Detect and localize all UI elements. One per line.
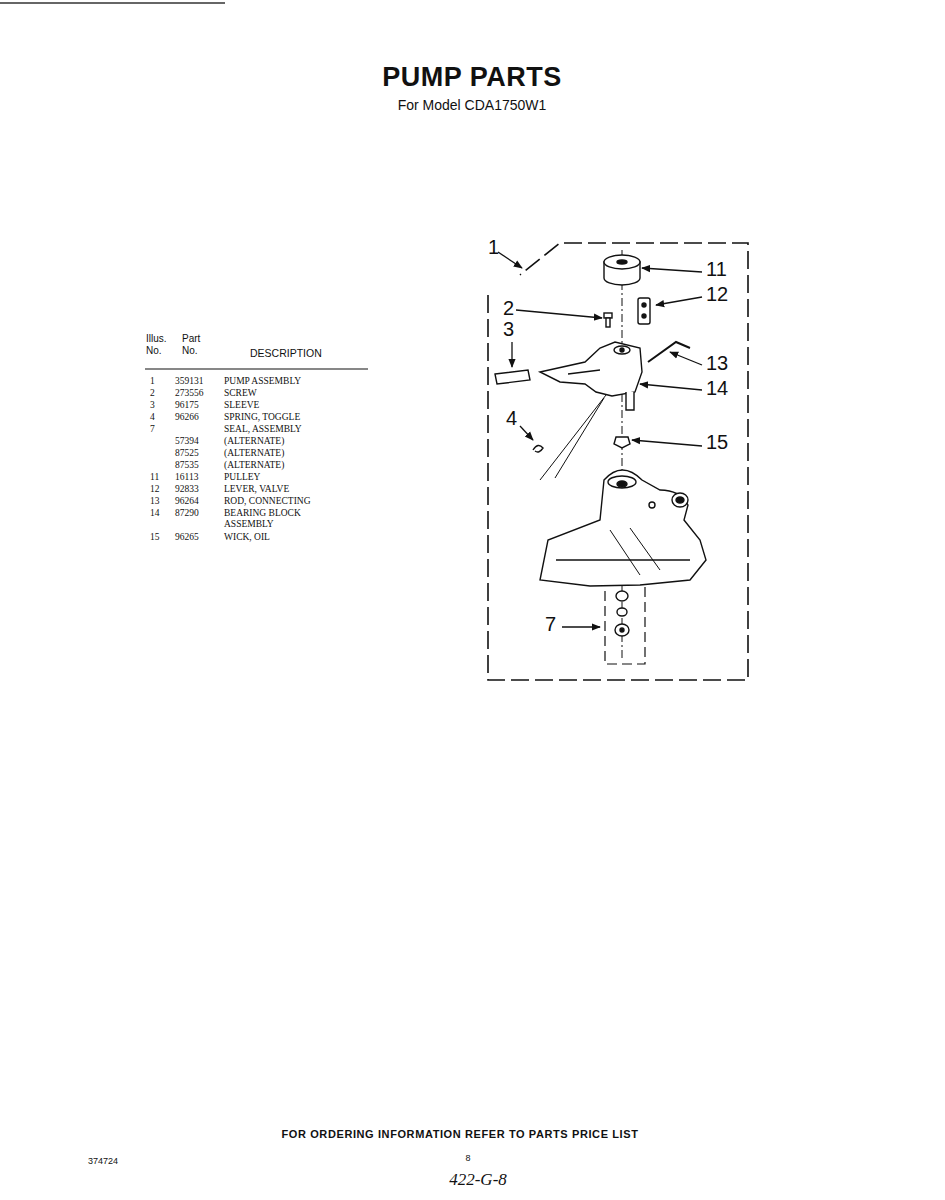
callout-number: 12	[706, 283, 728, 306]
table-cell: BEARING BLOCK ASSEMBLY	[224, 508, 308, 530]
table-cell: 57394	[175, 436, 199, 447]
table-cell: 87290	[175, 508, 199, 519]
callout-number: 1	[488, 236, 499, 259]
table-cell: 87535	[175, 460, 199, 471]
table-cell: 12	[150, 484, 160, 495]
table-cell: LEVER, VALVE	[224, 484, 289, 495]
table-cell: 1	[150, 376, 155, 387]
table-cell: 13	[150, 496, 160, 507]
table-cell: SCREW	[224, 388, 257, 399]
table-rule	[145, 368, 368, 369]
table-cell: 359131	[175, 376, 204, 387]
callout-number: 13	[706, 352, 728, 375]
table-cell: 3	[150, 400, 155, 411]
table-cell: (ALTERNATE)	[224, 460, 284, 471]
table-cell: WICK, OIL	[224, 532, 270, 543]
table-cell: 15	[150, 532, 160, 543]
model-subtitle: For Model CDA1750W1	[398, 97, 547, 113]
table-cell: SEAL, ASSEMBLY	[224, 424, 302, 435]
table-cell: 92833	[175, 484, 199, 495]
spring-line	[540, 395, 606, 480]
footer-note: FOR ORDERING INFORMATION REFER TO PARTS …	[282, 1128, 639, 1141]
table-cell: 16113	[175, 472, 198, 483]
callout-number: 7	[545, 613, 556, 636]
page-code: 374724	[88, 1156, 118, 1166]
spring-line	[555, 398, 604, 478]
handwritten-code: 422-G-8	[449, 1170, 507, 1190]
callout-number: 15	[706, 431, 728, 454]
callout-number: 3	[503, 318, 514, 341]
table-cell: ROD, CONNECTING	[224, 496, 311, 507]
table-cell: PUMP ASSEMBLY	[224, 376, 301, 387]
callout-number: 4	[506, 407, 517, 430]
table-cell: SPRING, TOGGLE	[224, 412, 300, 423]
page-title: PUMP PARTS	[382, 62, 562, 93]
table-header: Illus. No.	[146, 333, 176, 356]
table-cell: (ALTERNATE)	[224, 448, 284, 459]
table-cell: 2	[150, 388, 155, 399]
table-cell: 96175	[175, 400, 199, 411]
page-number: 8	[465, 1153, 470, 1163]
table-cell: 96264	[175, 496, 199, 507]
table-cell: 4	[150, 412, 155, 423]
table-cell: SLEEVE	[224, 400, 259, 411]
table-cell: 96266	[175, 412, 199, 423]
table-header: DESCRIPTION	[250, 347, 322, 359]
table-cell: 11	[150, 472, 159, 483]
callout-number: 14	[706, 377, 728, 400]
table-cell: 273556	[175, 388, 204, 399]
callout-number: 2	[503, 297, 514, 320]
table-header: Part No.	[182, 333, 212, 356]
seal-bracket	[605, 582, 645, 664]
table-cell: 7	[150, 424, 155, 435]
table-cell: 14	[150, 508, 160, 519]
table-cell: 87525	[175, 448, 199, 459]
table-cell: PULLEY	[224, 472, 260, 483]
table-cell: (ALTERNATE)	[224, 436, 284, 447]
callout-number: 11	[706, 258, 727, 281]
table-cell: 96265	[175, 532, 199, 543]
parts	[495, 255, 706, 636]
scan-edge	[0, 2, 225, 4]
assembly-outline	[488, 243, 748, 680]
